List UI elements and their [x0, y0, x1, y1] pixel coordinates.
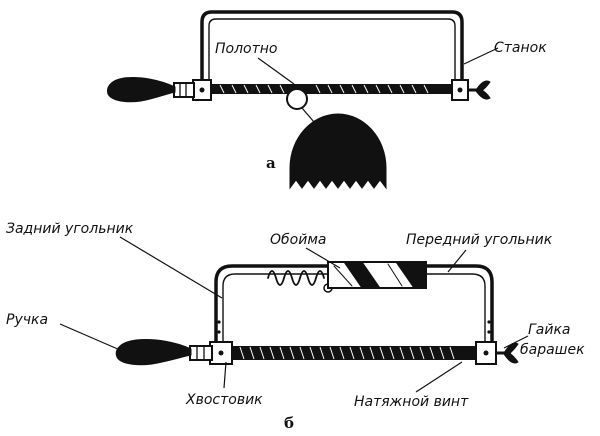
teeth-detail [289, 113, 387, 190]
label-tension-screw: Натяжной винт [354, 394, 469, 410]
blade-a [205, 84, 460, 94]
label-clip: Обойма [270, 232, 326, 248]
magnifier-ring [286, 88, 308, 110]
figure-a: Полотно Станок а [107, 10, 547, 190]
blade-teeth-b [239, 346, 455, 360]
label-rear-bracket: Задний угольник [6, 221, 134, 237]
spring [267, 270, 325, 286]
blade-teeth-a [219, 84, 429, 94]
label-wing-nut-2: барашек [520, 342, 585, 358]
label-frame: Станок [494, 40, 547, 56]
figure-b: Задний угольник Обойма Передний угольник… [6, 221, 585, 432]
label-blade: Полотно [215, 41, 277, 57]
label-shank: Хвостовик [185, 392, 263, 408]
label-front-bracket: Передний угольник [406, 232, 553, 248]
frame-a [200, 10, 464, 86]
handle-a [107, 77, 176, 103]
blade-b [224, 346, 482, 360]
label-handle: Ручка [6, 312, 48, 328]
label-wing-nut-1: Гайка [528, 322, 571, 338]
wing-nut-b [496, 342, 519, 364]
handle-b [115, 339, 192, 366]
wing-nut-a [468, 80, 491, 100]
figure-a-letter: а [266, 154, 276, 172]
figure-b-letter: б [284, 414, 294, 432]
